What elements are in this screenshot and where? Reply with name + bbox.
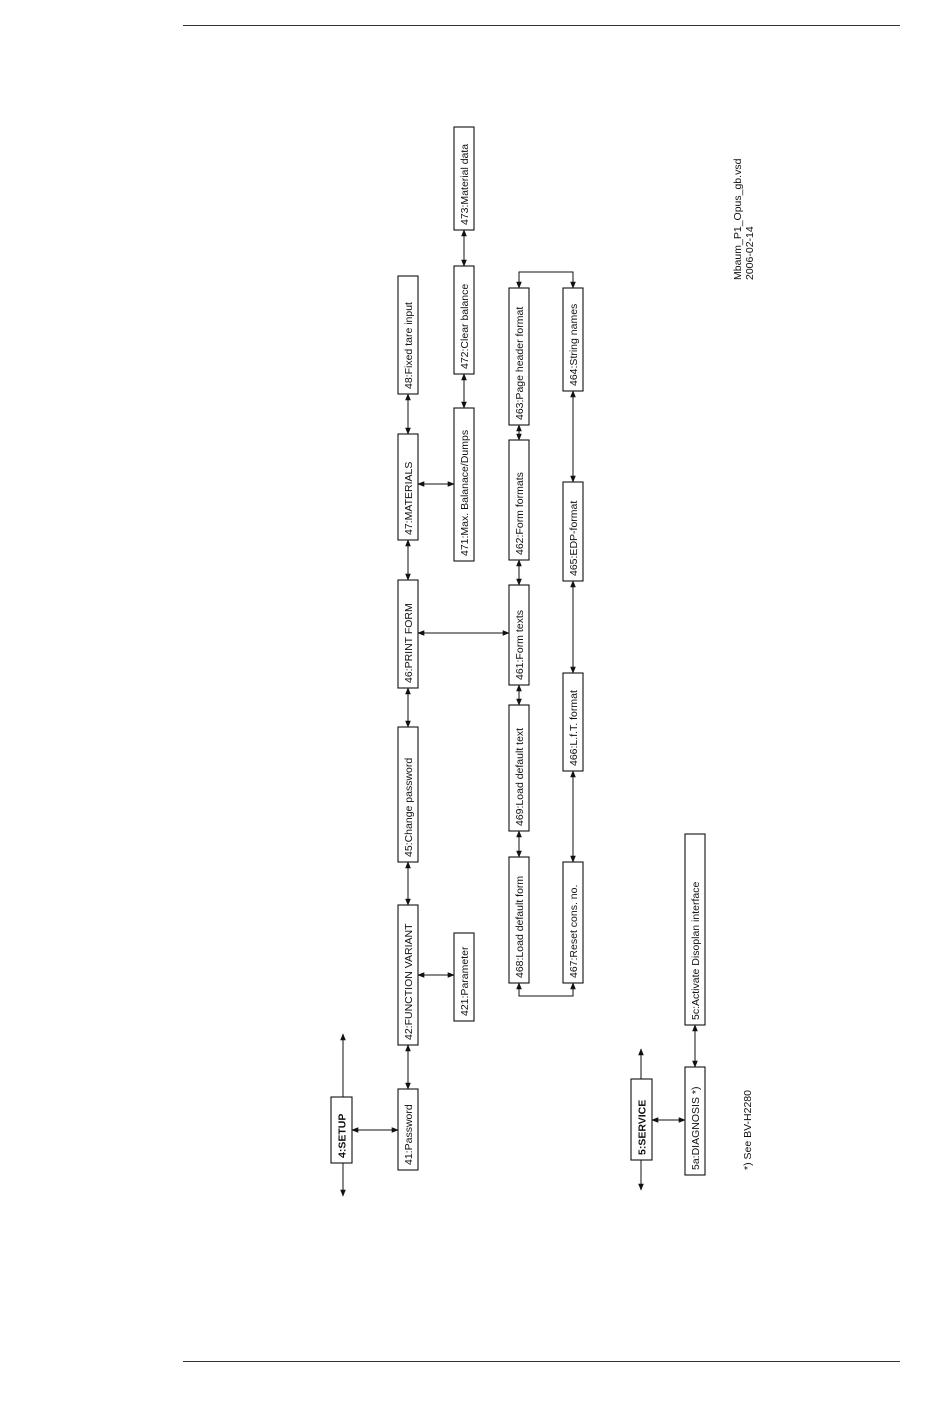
file-name-text: Mbaum_P1_Opus_gb.vsd	[732, 158, 744, 280]
node-473-label: 473:Material data	[459, 144, 471, 225]
node-467: 467:Reset cons. no.	[562, 861, 584, 984]
node-48-label: 48:Fixed tare input	[403, 302, 415, 389]
connector-lines	[340, 229, 698, 1197]
node-467-label: 467:Reset cons. no.	[568, 885, 580, 978]
node-41-label: 41:Password	[403, 1104, 415, 1165]
node-46: 46:PRINT FORM	[397, 579, 419, 689]
node-464: 464:String names	[562, 287, 584, 392]
node-468: 468:Load default form	[508, 856, 530, 984]
node-47-label: 47:MATERIALS	[403, 462, 415, 535]
node-471-label: 471:Max. Balanace/Dumps	[459, 430, 471, 556]
node-5: 5:SERVICE	[630, 1078, 653, 1161]
ring-top-connector	[518, 271, 574, 288]
node-472: 472:Clear balance	[453, 265, 475, 375]
node-42: 42:FUNCTION VARIANT	[397, 904, 419, 1046]
node-469-label: 469:Load default text	[514, 728, 526, 826]
node-471: 471:Max. Balanace/Dumps	[453, 407, 475, 562]
node-5-label: 5:SERVICE	[637, 1100, 649, 1155]
node-463-label: 463:Page header format	[514, 307, 526, 420]
node-466: 466:L.f.T. format	[562, 672, 584, 772]
node-463: 463:Page header format	[508, 287, 530, 426]
node-41: 41:Password	[397, 1088, 419, 1171]
node-5c-label: 5c:Activate Disoplan interface	[690, 882, 702, 1020]
node-462: 462:Form formats	[508, 439, 530, 561]
node-5a-label: 5a:DIAGNOSIS *)	[690, 1087, 702, 1170]
node-47: 47:MATERIALS	[397, 433, 419, 541]
node-472-label: 472:Clear balance	[459, 284, 471, 369]
node-462-label: 462:Form formats	[514, 472, 526, 555]
node-461: 461:Form texts	[508, 584, 530, 686]
node-45: 45:Change password	[397, 726, 419, 863]
node-4-label: 4:SETUP	[337, 1114, 349, 1158]
node-48: 48:Fixed tare input	[397, 275, 419, 395]
node-468-label: 468:Load default form	[514, 876, 526, 978]
menu-nodes: 4:SETUP 41:Password 42:FUNCTION VARIANT 45:…	[330, 126, 706, 1176]
top-rule	[183, 25, 900, 26]
node-45-label: 45:Change password	[403, 758, 415, 857]
bottom-rule	[183, 1361, 900, 1362]
node-421-label: 421:Parameter	[459, 946, 471, 1016]
ring-bottom-connector	[518, 983, 574, 997]
node-42-label: 42:FUNCTION VARIANT	[403, 923, 415, 1040]
node-421: 421:Parameter	[453, 932, 475, 1022]
node-5c: 5c:Activate Disoplan interface	[684, 833, 706, 1026]
node-465: 465:EDP-format	[562, 481, 584, 582]
node-466-label: 466:L.f.T. format	[568, 690, 580, 766]
node-465-label: 465:EDP-format	[568, 501, 580, 576]
node-5a: 5a:DIAGNOSIS *)	[684, 1066, 706, 1176]
node-464-label: 464:String names	[568, 304, 580, 386]
meta-texts: *) See BV-H2280 Mbaum_P1_Opus_gb.vsd 200…	[732, 158, 756, 1170]
node-46-label: 46:PRINT FORM	[403, 603, 415, 683]
node-469: 469:Load default text	[508, 704, 530, 832]
node-461-label: 461:Form texts	[514, 610, 526, 680]
file-date-text: 2006-02-14	[744, 226, 756, 280]
node-4: 4:SETUP	[330, 1096, 353, 1164]
footnote-text: *) See BV-H2280	[742, 1090, 754, 1170]
node-473: 473:Material data	[453, 126, 475, 231]
